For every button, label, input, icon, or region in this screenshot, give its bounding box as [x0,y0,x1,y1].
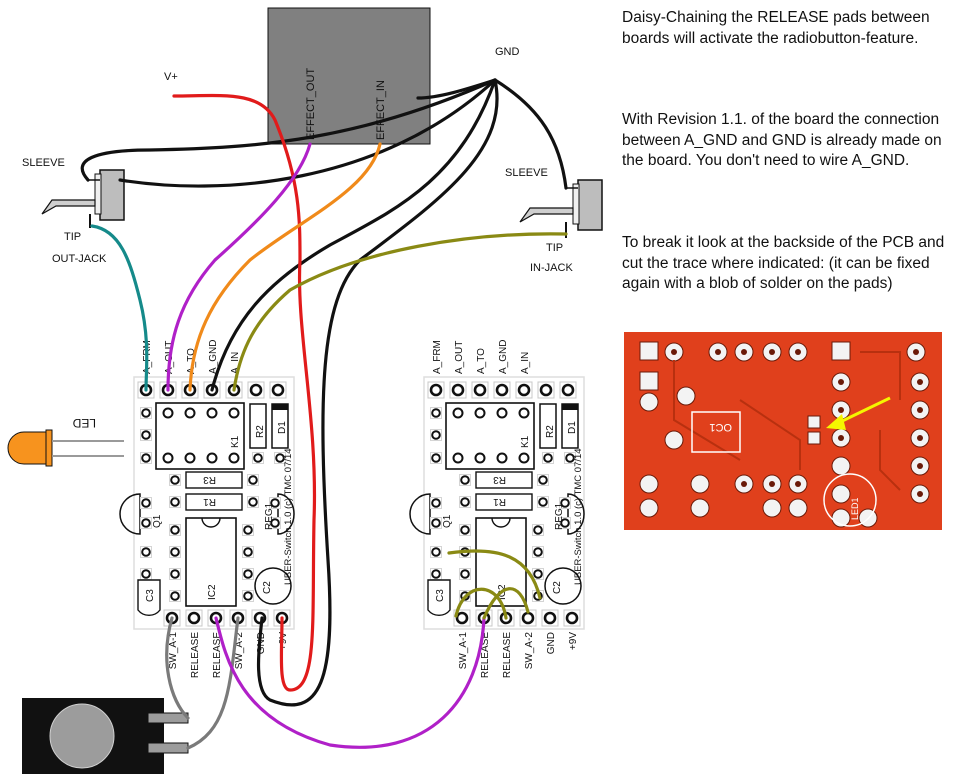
label-k1: K1 [230,435,241,448]
wire-olive-loop-2 [454,587,508,620]
label-r3-right: R3 [493,474,506,485]
label-q1: Q1 [152,514,163,528]
wire-black-gnd-loop [256,78,499,707]
pin-label-sw-a1: SW_A-1 [168,632,179,670]
pin-label-release-1-right: RELEASE [480,632,491,678]
label-c2-right: C2 [552,581,563,594]
led: LED [7,416,124,467]
label-r1-right: R1 [493,496,506,507]
wire-black-sleeves [80,78,497,182]
label-reg1-right: REG1 [554,502,565,530]
in-jack: SLEEVE TIP IN-JACK [505,167,603,274]
out-jack-name-label: OUT-JACK [52,253,107,265]
wire-black-a-gnd [210,78,497,392]
pin-label-a-to: A_TO [186,348,197,374]
wire-black-effect-gnd [416,78,497,100]
wire-teal-out-tip [90,224,149,392]
in-jack-name-label: IN-JACK [530,262,573,274]
wire-purple-effect-out [166,142,312,392]
label-r2: R2 [255,425,266,438]
label-c3: C3 [145,589,156,602]
pin-label-release-1: RELEASE [190,632,201,678]
footswitch [22,698,189,774]
label-d1: D1 [277,421,288,434]
board-silkscreen: UBER-Switch 1.0 (c) TMC 07/14 [283,448,294,585]
pcb-oc1-label: OC1 [709,421,732,433]
wire-black-gnd-in [493,78,568,190]
label-q1-right: Q1 [442,514,453,528]
out-jack: SLEEVE TIP OUT-JACK [22,157,125,265]
pin-label-sw-a2: SW_A-2 [234,632,245,670]
pin-label-gnd-right: GND [546,632,557,654]
note-revision: With Revision 1.1. of the board the conn… [622,111,942,169]
in-jack-tip-label: TIP [546,242,563,254]
pin-label-a-gnd: A_GND [208,340,219,374]
wire-red-9v [172,93,317,692]
label-r2-right: R2 [545,425,556,438]
pin-label-a-in: A_IN [230,352,241,374]
pin-label-9v-right: +9V [568,632,579,650]
wire-olive-in-tip [232,232,568,392]
label-reg1: REG1 [264,502,275,530]
pcb-backside-photo: OC1 LED1 [624,332,942,530]
left-board: K1 R2 D1 Q1 R3 R1 REG1 IC2 C2 [119,340,295,678]
pin-label-9v: +9V [278,632,289,650]
led-label: LED [72,416,96,430]
note-daisy-chaining: Daisy-Chaining the RELEASE pads between … [622,9,930,47]
effect-in-label: EFFECT_IN [375,80,387,140]
label-r1: R1 [203,496,216,507]
wire-black-sleeves-2 [118,78,497,188]
label-c3-right: C3 [435,589,446,602]
wire-olive-loop-1 [447,549,542,600]
label-r3: R3 [203,474,216,485]
pin-label-sw-a2-right: SW_A-2 [524,632,535,670]
board-silkscreen-right: UBER-Switch 1.0 (c) TMC 07/14 [573,448,584,585]
pin-label-release-2: RELEASE [212,632,223,678]
label-d1-right: D1 [567,421,578,434]
right-board: K1 R2 D1 Q1 R3 R1 REG1 IC2 C2 C3 UBER-Sw… [409,340,585,678]
wire-gray-sw1 [165,616,190,720]
note-break-trace: To break it look at the backside of the … [622,234,945,292]
effect-out-label: EFFECT_OUT [305,68,317,140]
pin-label-a-gnd-right: A_GND [498,340,509,374]
label-ic2: IC2 [207,584,218,600]
out-jack-sleeve-label: SLEEVE [22,157,65,169]
pin-label-a-in-right: A_IN [520,352,531,374]
wire-purple-release [214,616,486,749]
effect-pedal-box: EFFECT_OUT EFFECT_IN [267,7,431,145]
wire-gray-sw2 [186,616,240,750]
label-k1-right: K1 [520,435,531,448]
pin-label-a-frm-right: A_FRM [432,340,443,374]
in-jack-sleeve-label: SLEEVE [505,167,548,179]
pin-label-a-out-right: A_OUT [454,341,465,374]
wires [80,78,568,750]
wire-orange-effect-in [188,142,382,392]
wire-olive-loop-3 [482,587,530,620]
label-c2: C2 [262,581,273,594]
out-jack-tip-label: TIP [64,231,81,243]
pcb-led1-label: LED1 [850,497,860,520]
gnd-label: GND [495,46,520,58]
pin-label-a-to-right: A_TO [476,348,487,374]
pin-label-gnd: GND [256,632,267,654]
pin-label-sw-a1-right: SW_A-1 [458,632,469,670]
pin-label-release-2-right: RELEASE [502,632,513,678]
vplus-label: V+ [164,71,178,83]
